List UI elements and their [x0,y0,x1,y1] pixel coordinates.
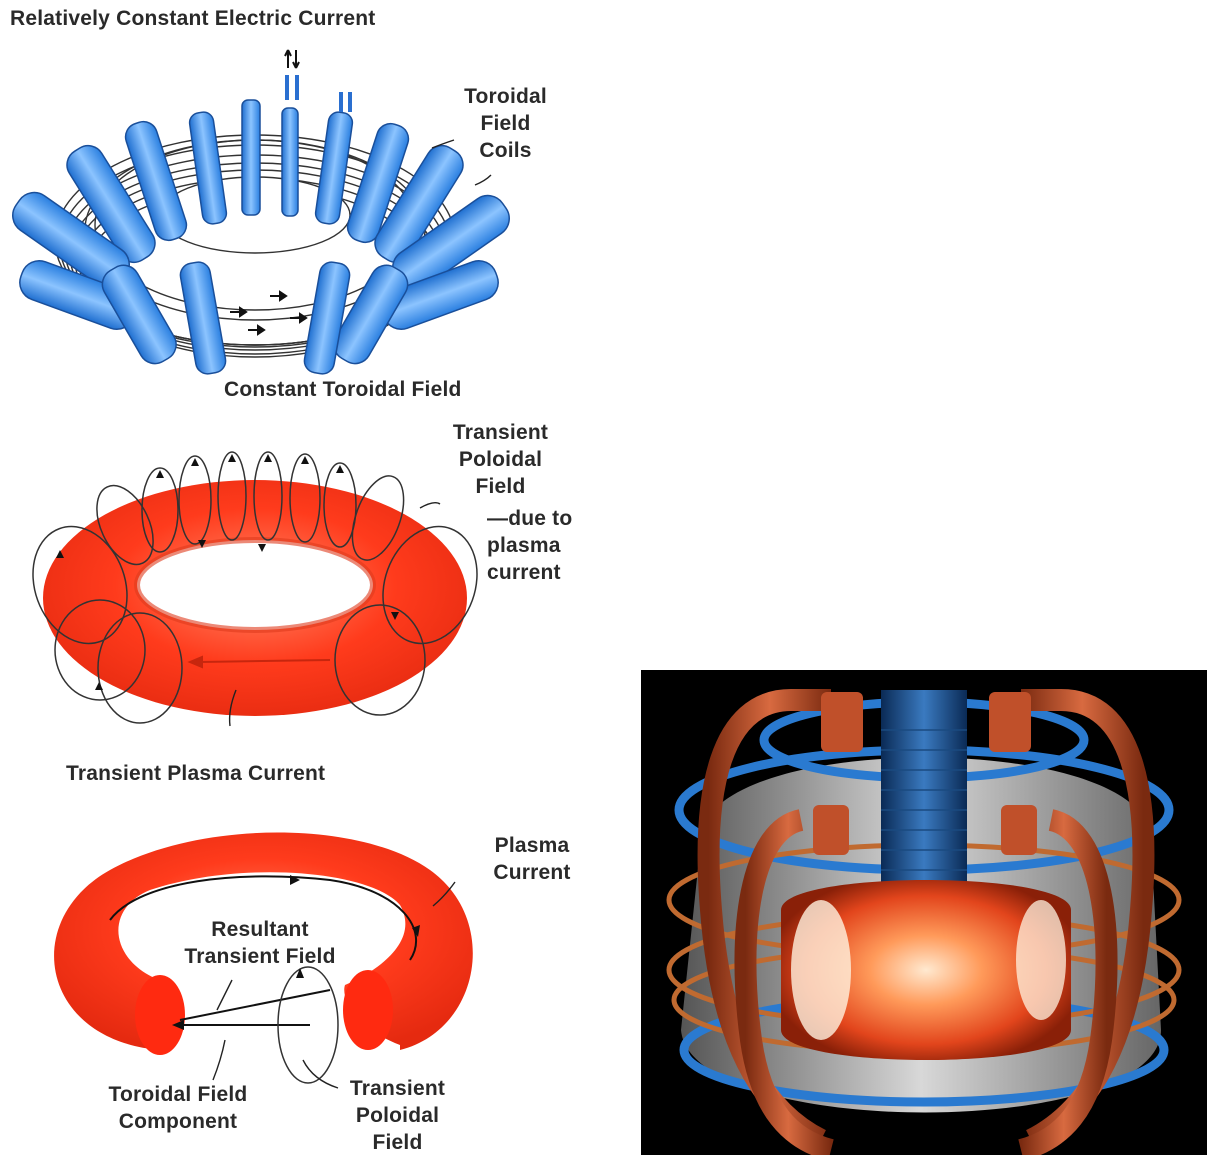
label-line: Transient [438,419,563,446]
tokamak-cutaway-art [641,670,1207,1155]
label-transient-plasma-current: Transient Plasma Current [66,760,325,787]
label-line: Resultant [160,916,360,943]
label-line: Current [472,859,592,886]
label-line: Transient Field [160,943,360,970]
label-line: Field [438,473,563,500]
label-line: Component [88,1108,268,1135]
label-line: Plasma [472,832,592,859]
tokamak-cutaway-image [641,670,1207,1155]
label-line: Toroidal [448,83,563,110]
label-constant-toroidal-field: Constant Toroidal Field [224,376,462,403]
label-due-to-plasma-current: —due to plasma current [487,505,572,586]
label-resultant-transient-field: Resultant Transient Field [160,916,360,970]
label-line: current [487,559,572,586]
label-line: Transient [335,1075,460,1102]
label-transient-poloidal-field-2: Transient Poloidal Field [335,1075,460,1156]
label-line: Field [335,1129,460,1156]
label-toroidal-field-coils: Toroidal Field Coils [448,83,563,164]
label-line: —due to [487,505,572,532]
label-line: Poloidal [438,446,563,473]
label-line: Poloidal [335,1102,460,1129]
title-constant-current: Relatively Constant Electric Current [10,5,375,32]
label-plasma-current: Plasma Current [472,832,592,886]
label-line: plasma [487,532,572,559]
label-line: Field [448,110,563,137]
label-line: Coils [448,137,563,164]
label-line: Toroidal Field [88,1081,268,1108]
label-toroidal-field-component: Toroidal Field Component [88,1081,268,1135]
diagram-toroidal-coils [6,50,517,376]
label-transient-poloidal-field: Transient Poloidal Field [438,419,563,500]
diagram-plasma-current [17,452,493,726]
